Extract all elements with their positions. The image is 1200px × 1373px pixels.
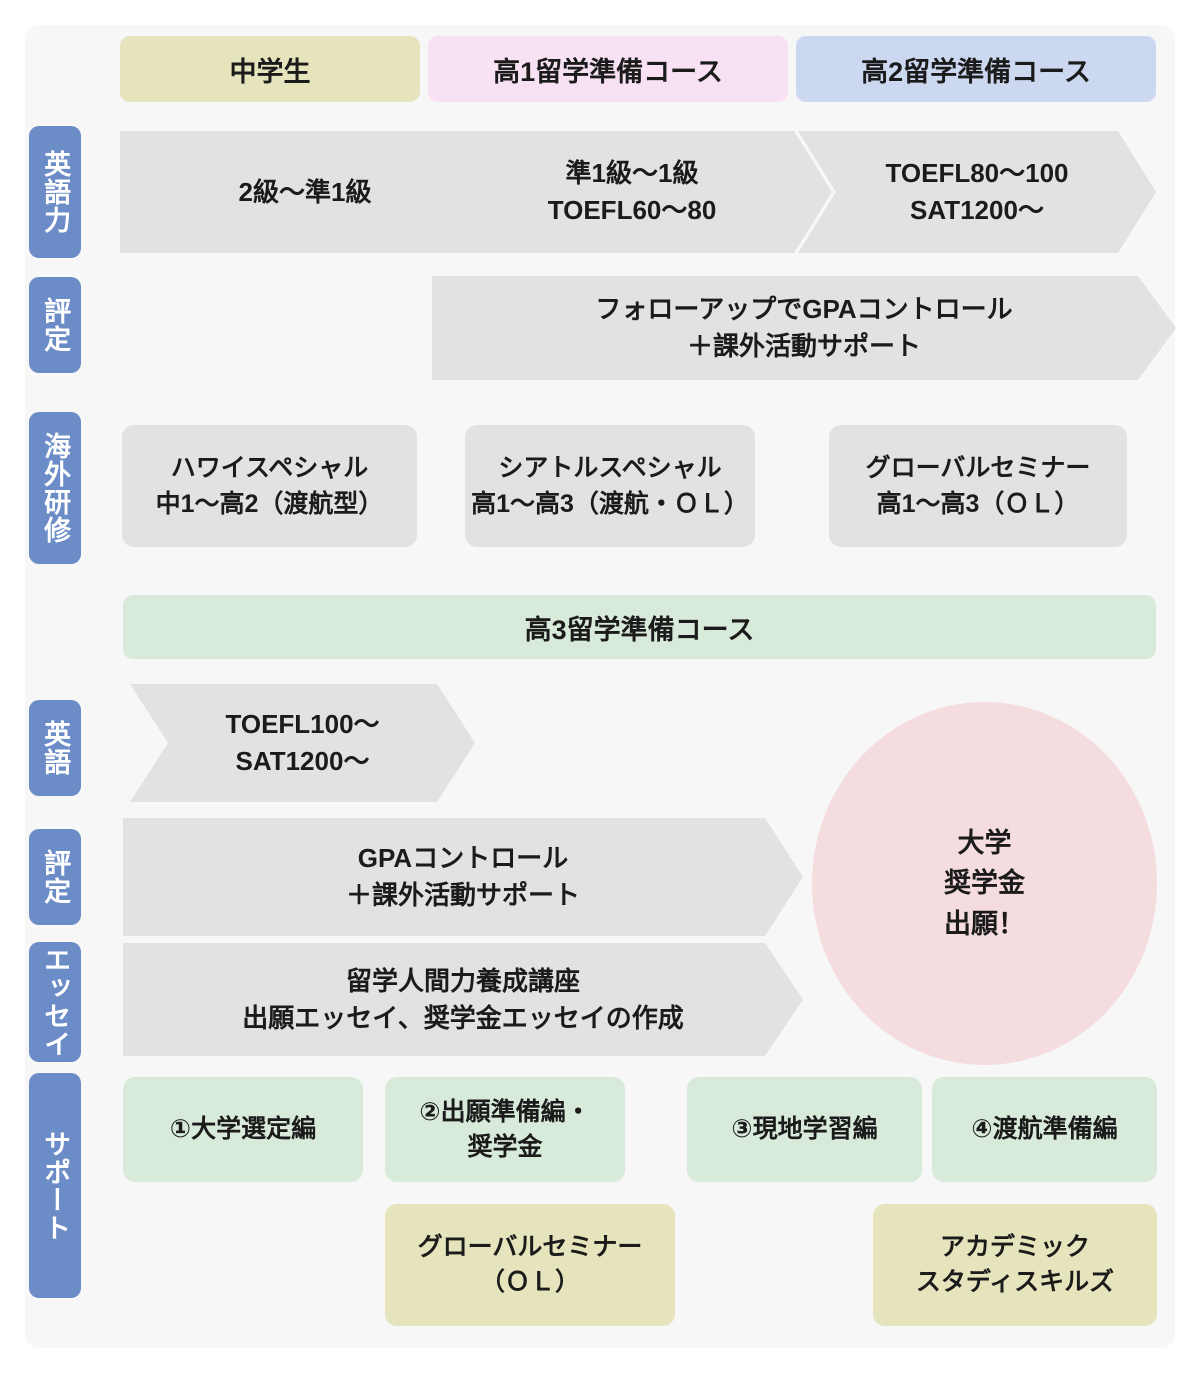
goal-circle-scholarship-application: 大学 奨学金 出願！ (812, 702, 1157, 1065)
course-chip-label: 中学生 (229, 56, 311, 87)
support-card-application-prep: ②出願準備編・ 奨学金 (385, 1077, 625, 1182)
overseas-program-seattle: シアトルスペシャル 高1〜高3（渡航・ＯＬ） (465, 425, 755, 547)
stage-text: 留学人間力養成講座 出願エッセイ、奨学金エッセイの作成 (242, 965, 684, 1033)
english-ability-stage-1: 2級〜準1級 (120, 131, 490, 253)
program-text: ハワイスペシャル 中1〜高2（渡航型） (155, 453, 384, 518)
support-text: ①大学選定編 (169, 1115, 317, 1143)
row-label-essay: エッセイ (29, 942, 81, 1062)
overseas-program-global-seminar: グローバルセミナー 高1〜高3（ＯＬ） (829, 425, 1127, 547)
course-chip-junior-high: 中学生 (120, 36, 420, 102)
english-ability-stage-2: 準1級〜1級 TOEFL60〜80 (432, 131, 832, 253)
support-card-university-selection: ①大学選定編 (123, 1077, 363, 1182)
stage-text: TOEFL100〜 SAT1200〜 (225, 709, 380, 776)
english-ability-stage-3: TOEFL80〜100 SAT1200〜 (798, 131, 1156, 253)
support-card-travel-prep: ④渡航準備編 (932, 1077, 1157, 1182)
program-text: グローバルセミナー 高1〜高3（ＯＬ） (865, 453, 1091, 518)
row-label-text: 評定 (40, 849, 71, 905)
row-label-gpa-year3: 評定 (29, 829, 81, 925)
course-chip-year2: 高2留学準備コース (796, 36, 1156, 102)
support-card-local-study: ③現地学習編 (687, 1077, 922, 1182)
row-label-english-ability: 英語力 (29, 126, 81, 258)
extra-card-text: グローバルセミナー （ＯＬ） (417, 1233, 643, 1296)
overseas-program-hawaii: ハワイスペシャル 中1〜高2（渡航型） (122, 425, 417, 547)
stage-text: TOEFL80〜100 SAT1200〜 (885, 158, 1069, 225)
course-chip-year1: 高1留学準備コース (428, 36, 788, 102)
row-label-gpa: 評定 (29, 277, 81, 373)
year3-course-band: 高3留学準備コース (123, 595, 1156, 659)
support-text: ③現地学習編 (731, 1115, 878, 1143)
year3-essay-arrow: 留学人間力養成講座 出願エッセイ、奨学金エッセイの作成 (123, 943, 803, 1056)
year3-english-score-arrow: TOEFL100〜 SAT1200〜 (130, 684, 475, 802)
gpa-followup-arrow: フォローアップでGPAコントロール ＋課外活動サポート (432, 276, 1176, 380)
course-chip-label: 高2留学準備コース (861, 56, 1091, 87)
stage-text: 2級〜準1級 (238, 176, 372, 207)
program-text: シアトルスペシャル 高1〜高3（渡航・ＯＬ） (471, 453, 749, 518)
extra-card-global-seminar-ol: グローバルセミナー （ＯＬ） (385, 1204, 675, 1326)
band-label: 高3留学準備コース (524, 614, 755, 645)
row-label-text: サポート (40, 1129, 71, 1242)
goal-text: 大学 奨学金 出願！ (944, 827, 1025, 939)
extra-card-academic-study-skills: アカデミック スタディスキルズ (873, 1204, 1157, 1326)
row-label-support: サポート (29, 1073, 81, 1298)
row-label-text: 英語力 (40, 150, 71, 234)
row-label-text: 英語 (40, 720, 71, 776)
row-label-text: 評定 (40, 297, 71, 353)
stage-text: フォローアップでGPAコントロール ＋課外活動サポート (595, 294, 1013, 361)
course-chip-label: 高1留学準備コース (493, 56, 723, 87)
support-text: ②出願準備編・ 奨学金 (419, 1097, 591, 1161)
year3-gpa-control-arrow: GPAコントロール ＋課外活動サポート (123, 818, 803, 936)
stage-text: GPAコントロール ＋課外活動サポート (345, 843, 580, 910)
row-label-overseas-training: 海外研修 (29, 412, 81, 564)
row-label-text: 海外研修 (40, 432, 71, 544)
support-text: ④渡航準備編 (971, 1115, 1118, 1143)
extra-card-text: アカデミック スタディスキルズ (915, 1233, 1115, 1296)
row-label-english: 英語 (29, 700, 81, 796)
stage-text: 準1級〜1級 TOEFL60〜80 (547, 158, 717, 225)
row-label-text: エッセイ (40, 946, 71, 1058)
